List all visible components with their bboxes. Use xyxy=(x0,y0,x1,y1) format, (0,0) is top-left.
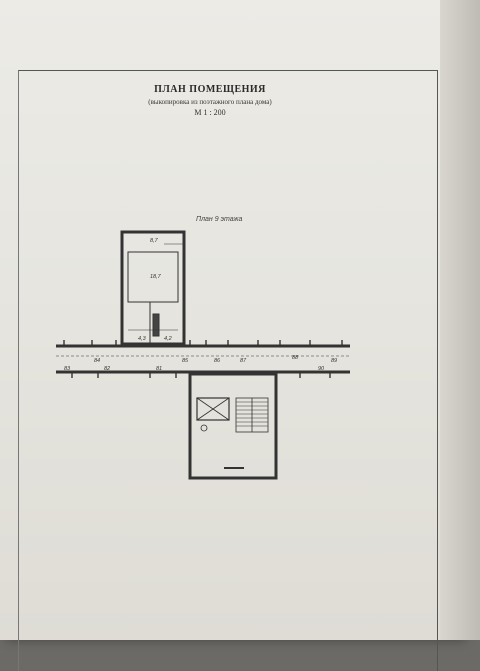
axis-label: 86 xyxy=(214,358,221,364)
stair-core-wall xyxy=(188,372,278,480)
document-sheet xyxy=(0,0,460,640)
axis-label: 89 xyxy=(331,358,337,364)
axis-label: 88 xyxy=(292,355,299,361)
axis-label: 82 xyxy=(104,366,110,372)
apartment-outer-wall xyxy=(120,230,186,346)
floor-plan-drawing: 83 84 82 81 85 86 87 88 89 90 18,7 4,3 4… xyxy=(56,230,350,480)
axis-label: 81 xyxy=(156,366,162,372)
axis-label: 87 xyxy=(240,358,247,364)
room-label-3: 8,7 xyxy=(150,238,159,244)
room-label-1: 4,3 xyxy=(138,336,147,342)
axis-label: 83 xyxy=(64,366,71,372)
partition-block xyxy=(152,313,160,337)
axis-label: 85 xyxy=(182,358,189,364)
underlying-page-edge xyxy=(440,0,480,640)
scale-label: М 1 : 200 xyxy=(194,108,226,117)
floor-label: План 9 этажа xyxy=(196,216,243,223)
room-label-2: 4,2 xyxy=(164,336,172,342)
room-label-main: 18,7 xyxy=(150,274,162,280)
elevator-cross-b xyxy=(196,397,230,421)
document-subtitle: (выкопировка из поэтажного плана дома) xyxy=(148,98,272,106)
axis-label: 84 xyxy=(94,358,100,364)
document-title: ПЛАН ПОМЕЩЕНИЯ xyxy=(154,84,266,95)
landing-symbol xyxy=(200,424,208,432)
elevator-shaft xyxy=(196,397,230,421)
drawing-frame xyxy=(18,70,438,671)
axis-label: 90 xyxy=(318,366,325,372)
